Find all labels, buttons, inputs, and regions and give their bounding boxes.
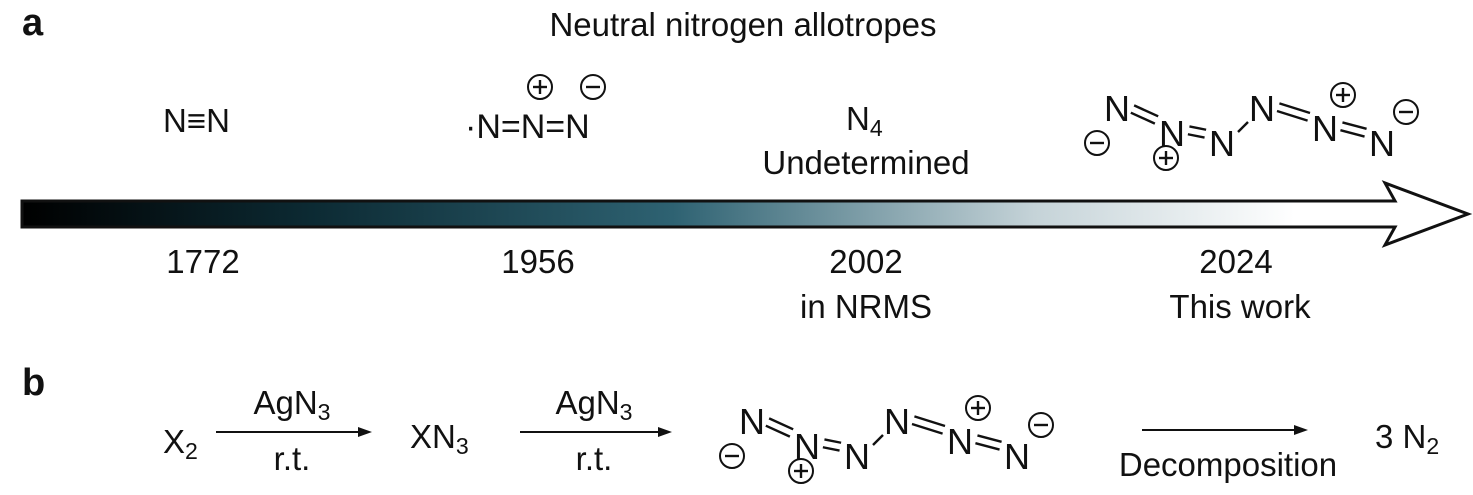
panel-a-label: a bbox=[22, 2, 44, 44]
double-bond bbox=[822, 438, 842, 452]
reactant: X2 bbox=[163, 423, 198, 464]
minus-charge-icon bbox=[1084, 130, 1110, 156]
panel-b-label: b bbox=[22, 362, 46, 404]
single-bond bbox=[872, 434, 884, 446]
step1-reagent: AgN3 bbox=[253, 384, 331, 425]
step2-condition: r.t. bbox=[575, 440, 613, 477]
nitrogen-atom: N bbox=[1369, 123, 1395, 164]
azide-charges bbox=[527, 74, 606, 100]
year-2002-note: in NRMS bbox=[799, 288, 933, 325]
double-bond bbox=[911, 415, 946, 435]
nitrogen-atom: N bbox=[1004, 436, 1030, 477]
final-product: 3 N2 bbox=[1375, 418, 1440, 459]
double-bond bbox=[1340, 121, 1367, 138]
minus-charge-icon bbox=[719, 443, 745, 469]
nitrogen-atom: N bbox=[947, 421, 973, 462]
plus-charge-icon bbox=[1330, 82, 1356, 108]
minus-charge-icon bbox=[1028, 412, 1054, 438]
nitrogen-atom: N bbox=[1249, 88, 1275, 129]
nitrogen-atom: N bbox=[1312, 108, 1338, 149]
year-1956: 1956 bbox=[501, 243, 575, 280]
plus-charge-icon bbox=[1153, 145, 1179, 171]
step1-condition: r.t. bbox=[273, 440, 311, 477]
step2-reagent: AgN3 bbox=[555, 384, 633, 425]
plus-charge-icon bbox=[965, 395, 991, 421]
year-2024-note: This work bbox=[1169, 288, 1311, 325]
double-bond bbox=[1130, 104, 1159, 125]
year-2002: 2002 bbox=[829, 243, 903, 280]
nitrogen-atom: N bbox=[739, 401, 765, 442]
minus-charge-icon bbox=[1393, 99, 1419, 125]
step3-condition: Decomposition bbox=[1118, 446, 1338, 483]
undetermined-note: Undetermined bbox=[762, 144, 970, 181]
nitrogen-atom: N bbox=[844, 436, 870, 477]
double-bond bbox=[1187, 125, 1207, 139]
double-bond bbox=[975, 434, 1002, 451]
minus-charge-icon bbox=[580, 74, 606, 100]
panel-a-title: Neutral nitrogen allotropes bbox=[549, 6, 937, 43]
double-bond bbox=[765, 417, 794, 438]
year-1772: 1772 bbox=[166, 243, 240, 280]
nitrogen-atom: N bbox=[884, 401, 910, 442]
single-bond bbox=[1237, 121, 1249, 133]
nitrogen-atom: N bbox=[1104, 88, 1130, 129]
plus-charge-icon bbox=[527, 74, 553, 100]
azide-radical-structure: ·N=N=N bbox=[465, 108, 590, 146]
tetranitrogen-structure: N4 bbox=[846, 100, 883, 141]
dinitrogen-structure: N≡N bbox=[163, 102, 230, 139]
year-2024: 2024 bbox=[1199, 243, 1273, 280]
double-bond bbox=[1276, 102, 1311, 122]
intermediate: XN3 bbox=[410, 418, 469, 459]
nitrogen-atom: N bbox=[1209, 123, 1235, 164]
plus-charge-icon bbox=[788, 458, 814, 484]
